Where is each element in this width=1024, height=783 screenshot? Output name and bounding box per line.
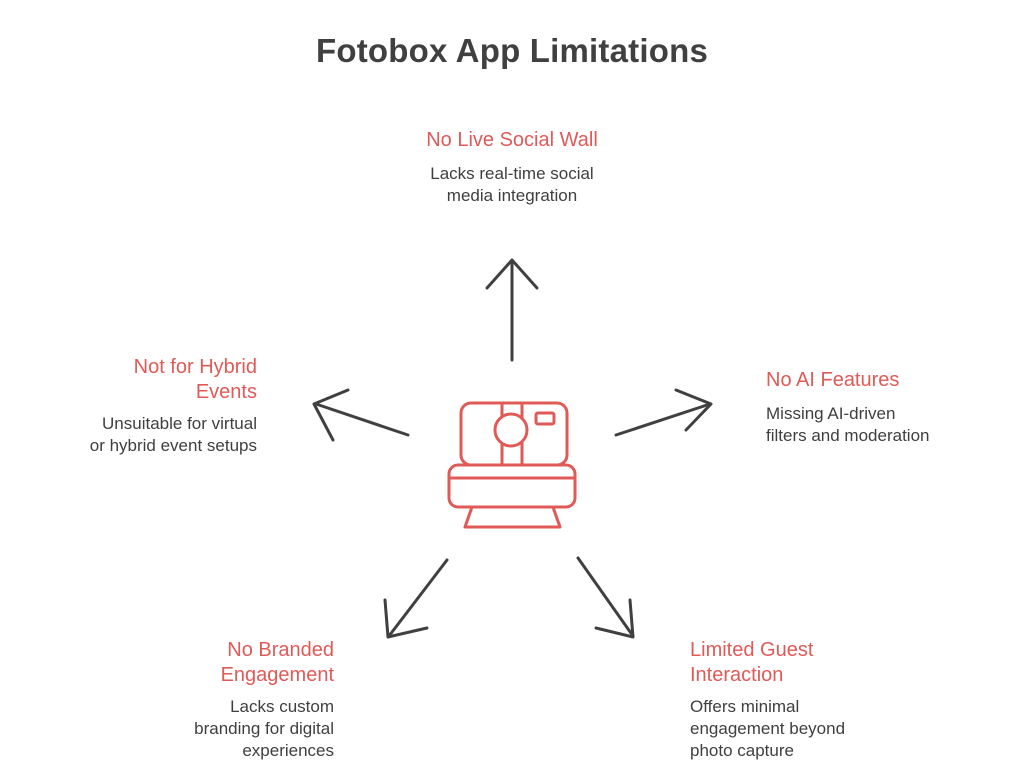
- arrow-left: [312, 388, 410, 442]
- arrow-right: [614, 388, 713, 437]
- arrow-up: [485, 258, 539, 362]
- arrow-down-left: [383, 558, 449, 639]
- limitation-heading: No Live Social Wall: [426, 129, 598, 151]
- limitation-heading: No AI Features: [766, 369, 900, 391]
- instant-camera-icon: [447, 401, 577, 529]
- diagram-title: Fotobox App Limitations: [316, 32, 708, 69]
- limitation-no-live-social-wall: No Live Social Wall Lacks real-time soci…: [362, 128, 662, 207]
- arrow-down-right: [576, 556, 635, 639]
